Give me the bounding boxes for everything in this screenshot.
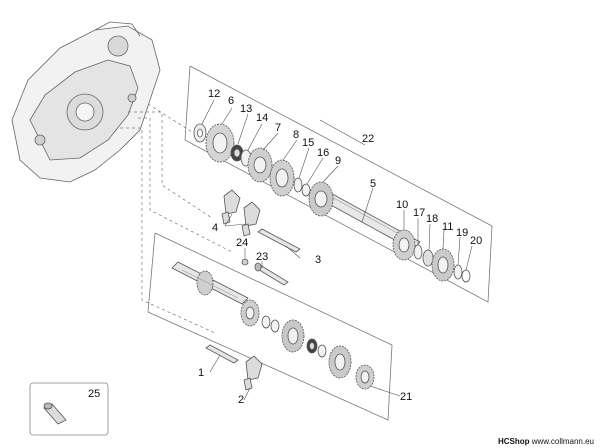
pin-24 xyxy=(241,258,249,266)
main-shaft xyxy=(171,261,249,305)
callout-17: 17 xyxy=(413,207,425,219)
fork-shaft-3 xyxy=(257,228,301,253)
callout-10: 10 xyxy=(396,199,408,211)
lower-gear-train xyxy=(240,299,375,390)
callout-15: 15 xyxy=(302,137,314,149)
callout-23: 23 xyxy=(256,251,268,263)
callout-4: 4 xyxy=(212,222,218,234)
callout-25: 25 xyxy=(88,388,100,400)
callout-14: 14 xyxy=(256,112,268,124)
callout-13: 13 xyxy=(240,103,252,115)
shift-forks-4 xyxy=(221,189,261,237)
circlip-20 xyxy=(461,269,471,283)
footer-brand: HCShop xyxy=(497,437,530,446)
washer-16 xyxy=(301,183,311,197)
callout-7: 7 xyxy=(275,122,281,134)
bushing-18 xyxy=(422,249,434,267)
callout-19: 19 xyxy=(456,227,468,239)
callout-20: 20 xyxy=(470,235,482,247)
leader-lines xyxy=(120,103,233,334)
engine-case-illustration xyxy=(11,21,161,183)
shift-rod-23 xyxy=(241,258,289,286)
panel-22-outline xyxy=(184,65,493,303)
washer-15 xyxy=(293,177,303,193)
callout-numbers: 12 6 13 14 7 8 15 16 9 22 5 10 17 18 11 … xyxy=(88,88,482,406)
panel-22-top-edge xyxy=(189,65,493,227)
callout-21: 21 xyxy=(400,391,412,403)
washer-17 xyxy=(413,244,423,260)
footer-url: www.collmann.eu xyxy=(531,437,594,446)
panel-21-top-edge xyxy=(154,232,393,346)
callout-11: 11 xyxy=(442,221,453,233)
callout-18: 18 xyxy=(426,213,438,225)
upper-gear-train xyxy=(193,123,471,283)
callout-1: 1 xyxy=(198,367,204,379)
callout-2: 2 xyxy=(238,394,244,406)
fork-shaft-1 xyxy=(205,344,239,364)
callout-8: 8 xyxy=(293,129,299,141)
callout-leaders xyxy=(201,99,473,401)
callout-24: 24 xyxy=(236,237,248,249)
part-25-box xyxy=(29,382,109,436)
bolt-25-illustration xyxy=(43,402,67,425)
watermark-footer: HCShop www.collmann.eu xyxy=(498,437,594,446)
shift-fork-2 xyxy=(243,355,263,391)
callout-6: 6 xyxy=(228,95,234,107)
callout-5: 5 xyxy=(370,178,376,190)
washer-19 xyxy=(453,264,463,280)
callout-9: 9 xyxy=(335,155,341,167)
callout-22: 22 xyxy=(362,133,374,145)
callout-3: 3 xyxy=(315,254,321,266)
callout-16: 16 xyxy=(317,147,329,159)
panel-21-outline xyxy=(147,232,393,421)
callout-12: 12 xyxy=(208,88,220,100)
